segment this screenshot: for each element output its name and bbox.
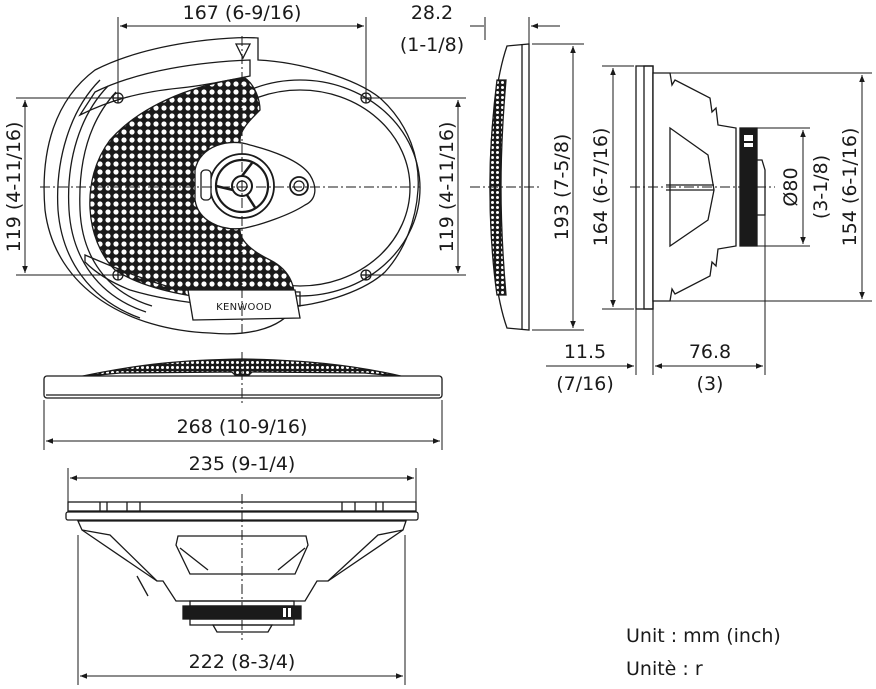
basket-width-label: 222 (8-3/4) xyxy=(189,651,296,673)
grille-depth-mm-label: 28.2 xyxy=(411,2,453,24)
front-view xyxy=(40,36,421,335)
mount-depth-mm-label: 76.8 xyxy=(689,341,731,363)
outer-height-label: 164 (6-7/16) xyxy=(590,128,612,247)
basket-height-label: 154 (6-1/16) xyxy=(839,128,861,247)
flange-depth-inch-label: (7/16) xyxy=(556,373,614,395)
magnet-diameter-mm-label: Ø80 xyxy=(780,167,802,206)
grille-depth-inch-label: (1-1/8) xyxy=(400,34,464,56)
mount-depth-inch-label: (3) xyxy=(697,373,724,395)
front-height-right-label: 119 (4-11/16) xyxy=(436,122,458,253)
side-view-profile xyxy=(630,65,775,310)
overall-width-label: 268 (10-9/16) xyxy=(177,416,308,438)
frame-width-label: 235 (9-1/4) xyxy=(189,453,296,475)
grille-height-label: 193 (7-5/8) xyxy=(551,134,573,241)
unit-label-french: Unitè : r xyxy=(626,658,703,680)
front-width-label: 167 (6-9/16) xyxy=(183,2,302,24)
brand-label: KENWOOD xyxy=(216,302,272,313)
front-height-left-label: 119 (4-11/16) xyxy=(3,122,25,253)
side-view-grille xyxy=(470,43,540,331)
bottom-view xyxy=(65,494,419,640)
unit-label: Unit : mm (inch) xyxy=(626,625,781,647)
magnet-diameter-inch-label: (3-1/8) xyxy=(810,155,832,219)
top-view xyxy=(43,352,443,406)
flange-depth-mm-label: 11.5 xyxy=(564,341,606,363)
